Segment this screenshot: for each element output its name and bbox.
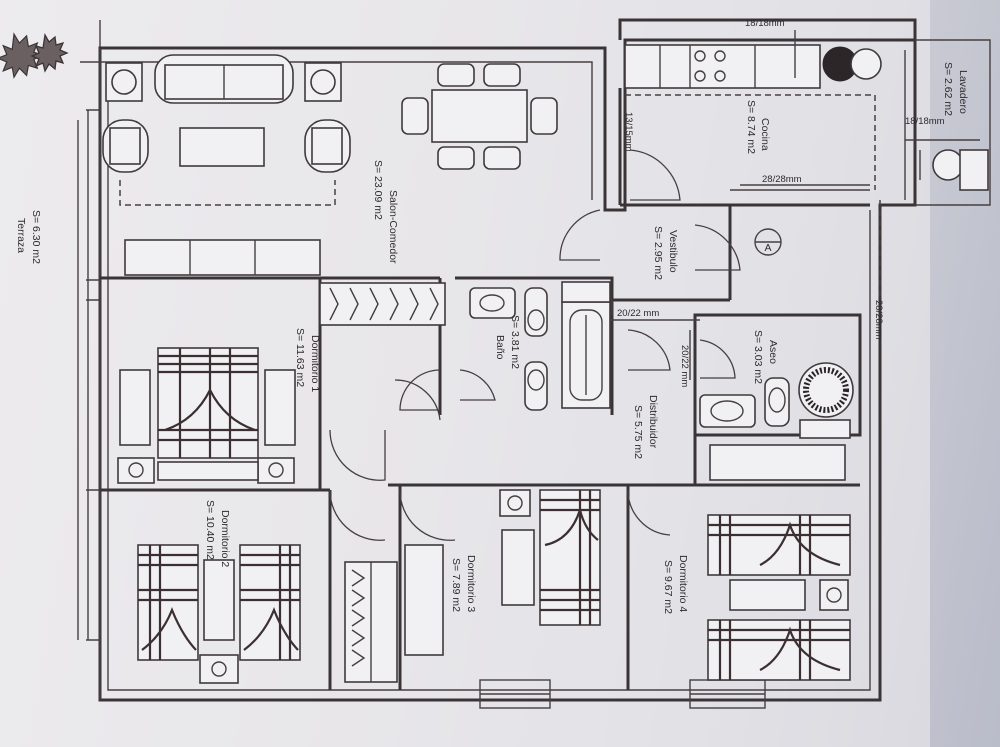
label-salon-area: S= 23.09 m2 (372, 160, 384, 220)
label-lavadero-name: Lavadero (957, 70, 969, 114)
plant-icon (0, 32, 69, 79)
label-salon-name: Salon-Comedor (387, 190, 399, 264)
door-arcs (329, 149, 741, 541)
label-vestibulo-name: Vestibulo (667, 230, 679, 273)
pipe-label-3: 18/18mm (905, 116, 945, 127)
label-d1-area: S= 11.63 m2 (294, 328, 306, 387)
pipe-label-7: 28/28mm (873, 300, 884, 340)
label-d4-area: S= 9.67 m2 (662, 560, 674, 614)
bathroom-fixtures (469, 281, 611, 411)
label-terraza-name: Terraza (15, 218, 27, 253)
label-d4-name: Dormitorio 4 (677, 555, 689, 612)
pipe-label-1: 18/18mm (745, 18, 785, 29)
pipe-label-2: 28/28mm (762, 174, 802, 185)
label-bano-name: Baño (494, 335, 506, 360)
kitchen-fixtures (624, 30, 989, 300)
pipe-label-4: 13/15mm (623, 112, 634, 152)
bed-d3 (404, 489, 601, 656)
beds-d2 (137, 544, 398, 684)
pipe-labels: 18/18mm 28/28mm 18/18mm 13/15mm 20/22 mm… (617, 18, 945, 387)
marker-a: A (754, 228, 782, 256)
toilet-fixtures (699, 362, 854, 439)
interior-walls (100, 88, 870, 690)
pipe-label-5: 20/22 mm (617, 308, 659, 319)
label-terraza-area: S= 6.30 m2 (30, 210, 42, 264)
beds-d4 (707, 444, 851, 681)
label-cocina-name: Cocina (759, 118, 771, 151)
label-d3-area: S= 7.89 m2 (450, 558, 462, 612)
label-d2-area: S= 10.40 m2 (204, 500, 216, 560)
label-d2-name: Dormitorio 2 (219, 510, 231, 567)
pipe-lines (610, 189, 870, 380)
label-distribuidor-area: S= 5.75 m2 (632, 405, 644, 459)
bed-d1 (117, 347, 296, 484)
label-vestibulo-area: S= 2.95 m2 (652, 226, 664, 280)
label-lavadero-area: S= 2.62 m2 (942, 62, 954, 116)
wardrobe-d1 (319, 282, 446, 326)
label-aseo-name: Aseo (767, 340, 779, 364)
label-d1-name: Dormitorio 1 (309, 335, 321, 392)
outer-walls (80, 18, 991, 702)
label-bano-area: S= 3.81 m2 (509, 315, 521, 369)
marker-a-label: A (764, 242, 771, 254)
label-distribuidor-name: Distribuidor (647, 395, 659, 449)
label-aseo-area: S= 3.03 m2 (752, 330, 764, 384)
label-cocina-area: S= 8.74 m2 (745, 100, 757, 154)
label-d3-name: Dormitorio 3 (465, 555, 477, 612)
room-labels: Salon-Comedor S= 23.09 m2 Cocina S= 8.74… (15, 62, 969, 614)
living-furniture (102, 54, 558, 276)
pipe-label-6: 20/22 mm (679, 345, 690, 387)
